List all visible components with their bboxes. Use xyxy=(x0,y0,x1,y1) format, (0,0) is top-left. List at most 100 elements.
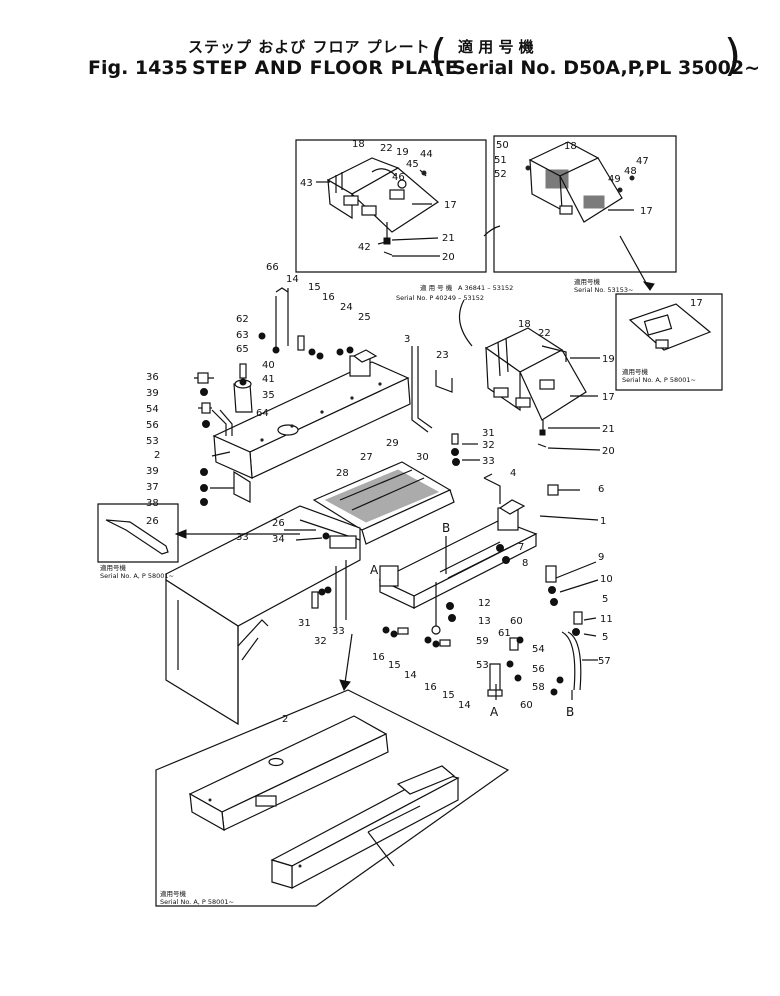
callout-18b: 18 xyxy=(564,141,577,152)
callout-22: 22 xyxy=(380,143,393,154)
figure-number: Fig. 1435 xyxy=(88,57,188,79)
note-a-line1: A 36841 – 53152 xyxy=(458,284,513,292)
callout-26: 26 xyxy=(272,518,285,529)
handrail-bracket xyxy=(275,287,453,433)
callout-61: 61 xyxy=(498,628,511,639)
inset-center-right xyxy=(458,299,587,448)
callout-7: 7 xyxy=(518,542,524,553)
callout-59: 59 xyxy=(476,636,489,647)
callout-44: 44 xyxy=(420,149,433,160)
callout-30: 30 xyxy=(416,452,429,463)
callout-8: 8 xyxy=(522,558,528,569)
inset-left xyxy=(97,503,300,563)
callout-17d: 17 xyxy=(602,392,615,403)
note-e-jp: 適用号機 xyxy=(160,889,187,898)
callout-66: 66 xyxy=(266,262,279,273)
note-e: Serial No. A, P 58001~ xyxy=(160,898,234,906)
callout-ref-b2: B xyxy=(566,705,574,719)
callout-53b: 53 xyxy=(476,660,489,671)
callout-52: 52 xyxy=(494,169,507,180)
callout-54b: 54 xyxy=(532,644,545,655)
callout-31b: 31 xyxy=(298,618,311,629)
note-c: Serial No. A, P 58001~ xyxy=(622,376,696,384)
callout-28: 28 xyxy=(336,468,349,479)
callout-3: 3 xyxy=(404,334,410,345)
callout-5b: 5 xyxy=(602,632,608,643)
callout-16b: 16 xyxy=(372,652,385,663)
japanese-serial-label: 適 用 号 機 xyxy=(458,38,534,56)
callout-62: 62 xyxy=(236,314,249,325)
callout-38: 38 xyxy=(146,498,159,509)
callout-4: 4 xyxy=(510,468,516,479)
callout-39b: 39 xyxy=(146,466,159,477)
callout-56b: 56 xyxy=(532,664,545,675)
callout-58: 58 xyxy=(532,682,545,693)
callout-29: 29 xyxy=(386,438,399,449)
note-d: Serial No. A, P 58001~ xyxy=(100,572,174,580)
callout-43: 43 xyxy=(300,178,313,189)
callout-14: 14 xyxy=(286,274,299,285)
callout-ref-b: B xyxy=(442,521,450,535)
callout-20: 20 xyxy=(442,252,455,263)
right-step-plate xyxy=(378,477,538,609)
callout-31: 31 xyxy=(482,428,495,439)
callout-16: 16 xyxy=(322,292,335,303)
callout-54: 54 xyxy=(146,404,159,415)
callout-23: 23 xyxy=(436,350,449,361)
callout-2: 2 xyxy=(154,450,160,461)
callout-41: 41 xyxy=(262,374,275,385)
callout-15: 15 xyxy=(308,282,321,293)
callout-11: 11 xyxy=(600,614,613,625)
note-b: Serial No. 53153~ xyxy=(574,286,633,294)
callout-51: 51 xyxy=(494,155,507,166)
callout-33c: 33 xyxy=(236,532,249,543)
callout-15c: 15 xyxy=(442,690,455,701)
callout-32b: 32 xyxy=(314,636,327,647)
callout-14b: 14 xyxy=(404,670,417,681)
callout-60: 60 xyxy=(510,616,523,627)
callout-17b: 17 xyxy=(640,206,653,217)
callout-34: 34 xyxy=(272,534,285,545)
callout-32: 32 xyxy=(482,440,495,451)
callout-1: 1 xyxy=(600,516,606,527)
machine-body xyxy=(165,505,361,726)
callout-50: 50 xyxy=(496,140,509,151)
callout-39: 39 xyxy=(146,388,159,399)
floor-plate xyxy=(312,461,455,545)
callout-37: 37 xyxy=(146,482,159,493)
callout-13: 13 xyxy=(478,616,491,627)
callout-2b: 2 xyxy=(282,714,288,725)
callout-9: 9 xyxy=(598,552,604,563)
callout-5: 5 xyxy=(602,594,608,605)
callout-labels: 18 22 19 44 45 46 43 17 21 42 20 50 18 5… xyxy=(146,139,703,725)
callout-47: 47 xyxy=(636,156,649,167)
callout-35: 35 xyxy=(262,390,275,401)
callout-42: 42 xyxy=(358,242,371,253)
callout-53: 53 xyxy=(146,436,159,447)
callout-19: 19 xyxy=(396,147,409,158)
callout-36: 36 xyxy=(146,372,159,383)
callout-65: 65 xyxy=(236,344,249,355)
callout-18: 18 xyxy=(352,139,365,150)
callout-63: 63 xyxy=(236,330,249,341)
callout-27: 27 xyxy=(360,452,373,463)
callout-22b: 22 xyxy=(538,328,551,339)
note-c-jp: 適用号機 xyxy=(622,367,649,376)
callout-45: 45 xyxy=(406,159,419,170)
leader-lines xyxy=(210,181,634,700)
callout-56: 56 xyxy=(146,420,159,431)
inset-top-right xyxy=(483,135,677,273)
callout-6: 6 xyxy=(598,484,604,495)
left-parenthesis: ( xyxy=(430,30,448,81)
callout-20b: 20 xyxy=(602,446,615,457)
right-parenthesis: ) xyxy=(724,30,742,81)
callout-17c: 17 xyxy=(690,298,703,309)
callout-14c: 14 xyxy=(458,700,471,711)
callout-ref-a: A xyxy=(370,563,379,577)
callout-ref-a2: A xyxy=(490,705,499,719)
japanese-title: ステップ および フロア プレート xyxy=(188,38,431,56)
callout-17: 17 xyxy=(444,200,457,211)
callout-10: 10 xyxy=(600,574,613,585)
callout-15b: 15 xyxy=(388,660,401,671)
